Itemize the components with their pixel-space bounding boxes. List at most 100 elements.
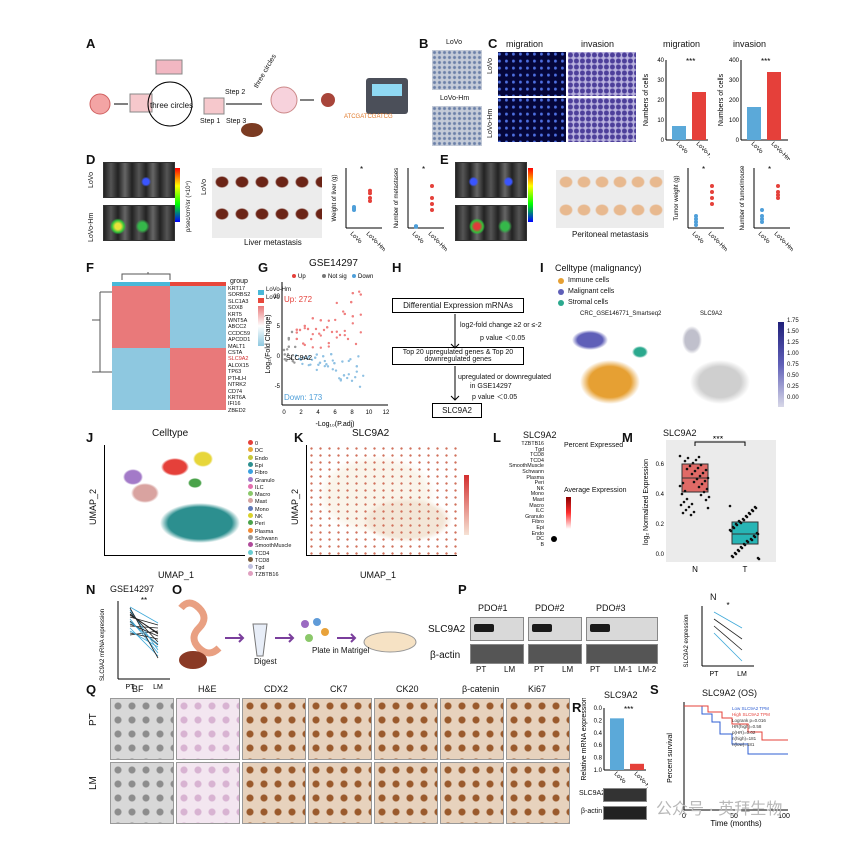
dotplot-row-label: Tgd [534, 446, 544, 453]
dot-lovo [352, 206, 356, 211]
legend-dot [248, 534, 253, 540]
volcano-point [359, 313, 362, 316]
i-scale [778, 322, 784, 407]
dot-lovohm [776, 190, 780, 194]
q-ihc-image [506, 698, 570, 760]
volcano-point [293, 361, 296, 364]
volcano-point [286, 353, 290, 356]
point-t [750, 508, 754, 512]
significance-label: ** [141, 596, 147, 605]
gene-label: SLC1A3 [228, 298, 249, 305]
r-title: SLC9A2 [604, 690, 638, 700]
volcano-point [349, 358, 352, 361]
x-tick-label: PT [126, 684, 136, 691]
y-tick-label: 400 [729, 58, 740, 64]
scale-tick: 0.25 [787, 384, 799, 390]
point-n [689, 513, 693, 517]
volcano-point [302, 342, 305, 345]
x-tick-label: 4 [316, 410, 320, 416]
p-actin-2 [528, 644, 582, 664]
heat-block-br [170, 348, 226, 410]
volcano-point [334, 369, 338, 372]
legend-item: NK [248, 513, 263, 520]
group-bar-lovohm [112, 282, 170, 286]
point-n [678, 484, 682, 488]
volcano-point [355, 365, 358, 368]
legend-item: Schwann [248, 534, 278, 542]
legend-label: TCD4 [255, 550, 270, 557]
legend-dot [248, 476, 253, 482]
m-title: SLC9A2 [663, 428, 697, 438]
volcano-point [287, 336, 290, 340]
q-col-header: Ki67 [528, 684, 547, 694]
significance-label: * [702, 165, 705, 174]
dish-icon [363, 631, 417, 653]
km-curve-high [684, 705, 788, 741]
point-t [742, 542, 746, 546]
dot-lovohm [710, 190, 714, 194]
volcano-point [310, 358, 314, 361]
volcano-point [341, 360, 344, 363]
gene-label: CSTA [228, 350, 243, 357]
legend-item: ILC [248, 483, 264, 491]
y-axis-label: Weight of liver (g) [332, 175, 338, 222]
pair-line [713, 611, 743, 629]
dot-lovo [760, 208, 764, 212]
legend-label: n(high)=181 [732, 736, 757, 741]
legend-label: NK [255, 514, 263, 520]
x-tick-label: 6 [333, 410, 337, 416]
volcano-point [357, 355, 360, 358]
volcano-point [303, 343, 306, 347]
point-n [688, 464, 692, 468]
point-n [705, 487, 709, 491]
point-n [681, 481, 685, 485]
x-tick-label: 12 [383, 410, 390, 416]
point-t [745, 539, 749, 543]
y-tick-label: 0.6 [594, 743, 603, 749]
y-tick-label: 0.4 [656, 492, 665, 498]
i-dot-stromal [558, 300, 564, 306]
gene-label: ALOX15 [228, 362, 249, 369]
gene-label: NTRK2 [228, 382, 247, 389]
legend-label: Macro [255, 492, 271, 499]
l-dot-epi [551, 536, 557, 542]
scale-tick: 1.00 [787, 351, 799, 357]
volcano-point [306, 357, 309, 360]
k-umap [306, 445, 457, 556]
point-n [691, 461, 695, 465]
gene-label: CD74 [228, 388, 243, 395]
dotplot-row-label: Macro [529, 502, 544, 509]
point-t [749, 537, 753, 541]
dot-lovo [694, 214, 698, 218]
point-n [692, 510, 696, 514]
q-ihc-image [308, 762, 372, 824]
y-axis-label: SLC9A2 expression [684, 614, 690, 667]
legend-label: Peri [255, 521, 265, 528]
legend-label: TZBTB16 [255, 572, 279, 579]
q-ihc-image [440, 762, 504, 824]
b-lovohm-label: LoVo-Hm [440, 95, 470, 102]
significance-label: *** [761, 57, 770, 66]
legend-dot [248, 454, 253, 460]
volcano-point [359, 293, 362, 296]
c-invasion-title: invasion [581, 39, 615, 49]
col-dendrogram [121, 272, 171, 280]
h-crit1: log2-fold change ≥2 or ≤-2 [460, 322, 542, 329]
legend-item: TCD4 [248, 549, 270, 557]
dot-lovohm [368, 196, 372, 200]
pair-line [713, 632, 743, 662]
point-t [744, 514, 748, 518]
e-caption: Peritoneal metastasis [572, 230, 649, 239]
point-n [697, 485, 701, 489]
r-row-actin: β-actin [581, 808, 603, 815]
legend-label: Granulo [255, 477, 275, 484]
volcano-point [319, 346, 322, 349]
legend-dot [248, 447, 253, 453]
scale-tick: 0.00 [787, 395, 799, 401]
pair-line [129, 621, 159, 645]
q-ihc-image [374, 762, 438, 824]
